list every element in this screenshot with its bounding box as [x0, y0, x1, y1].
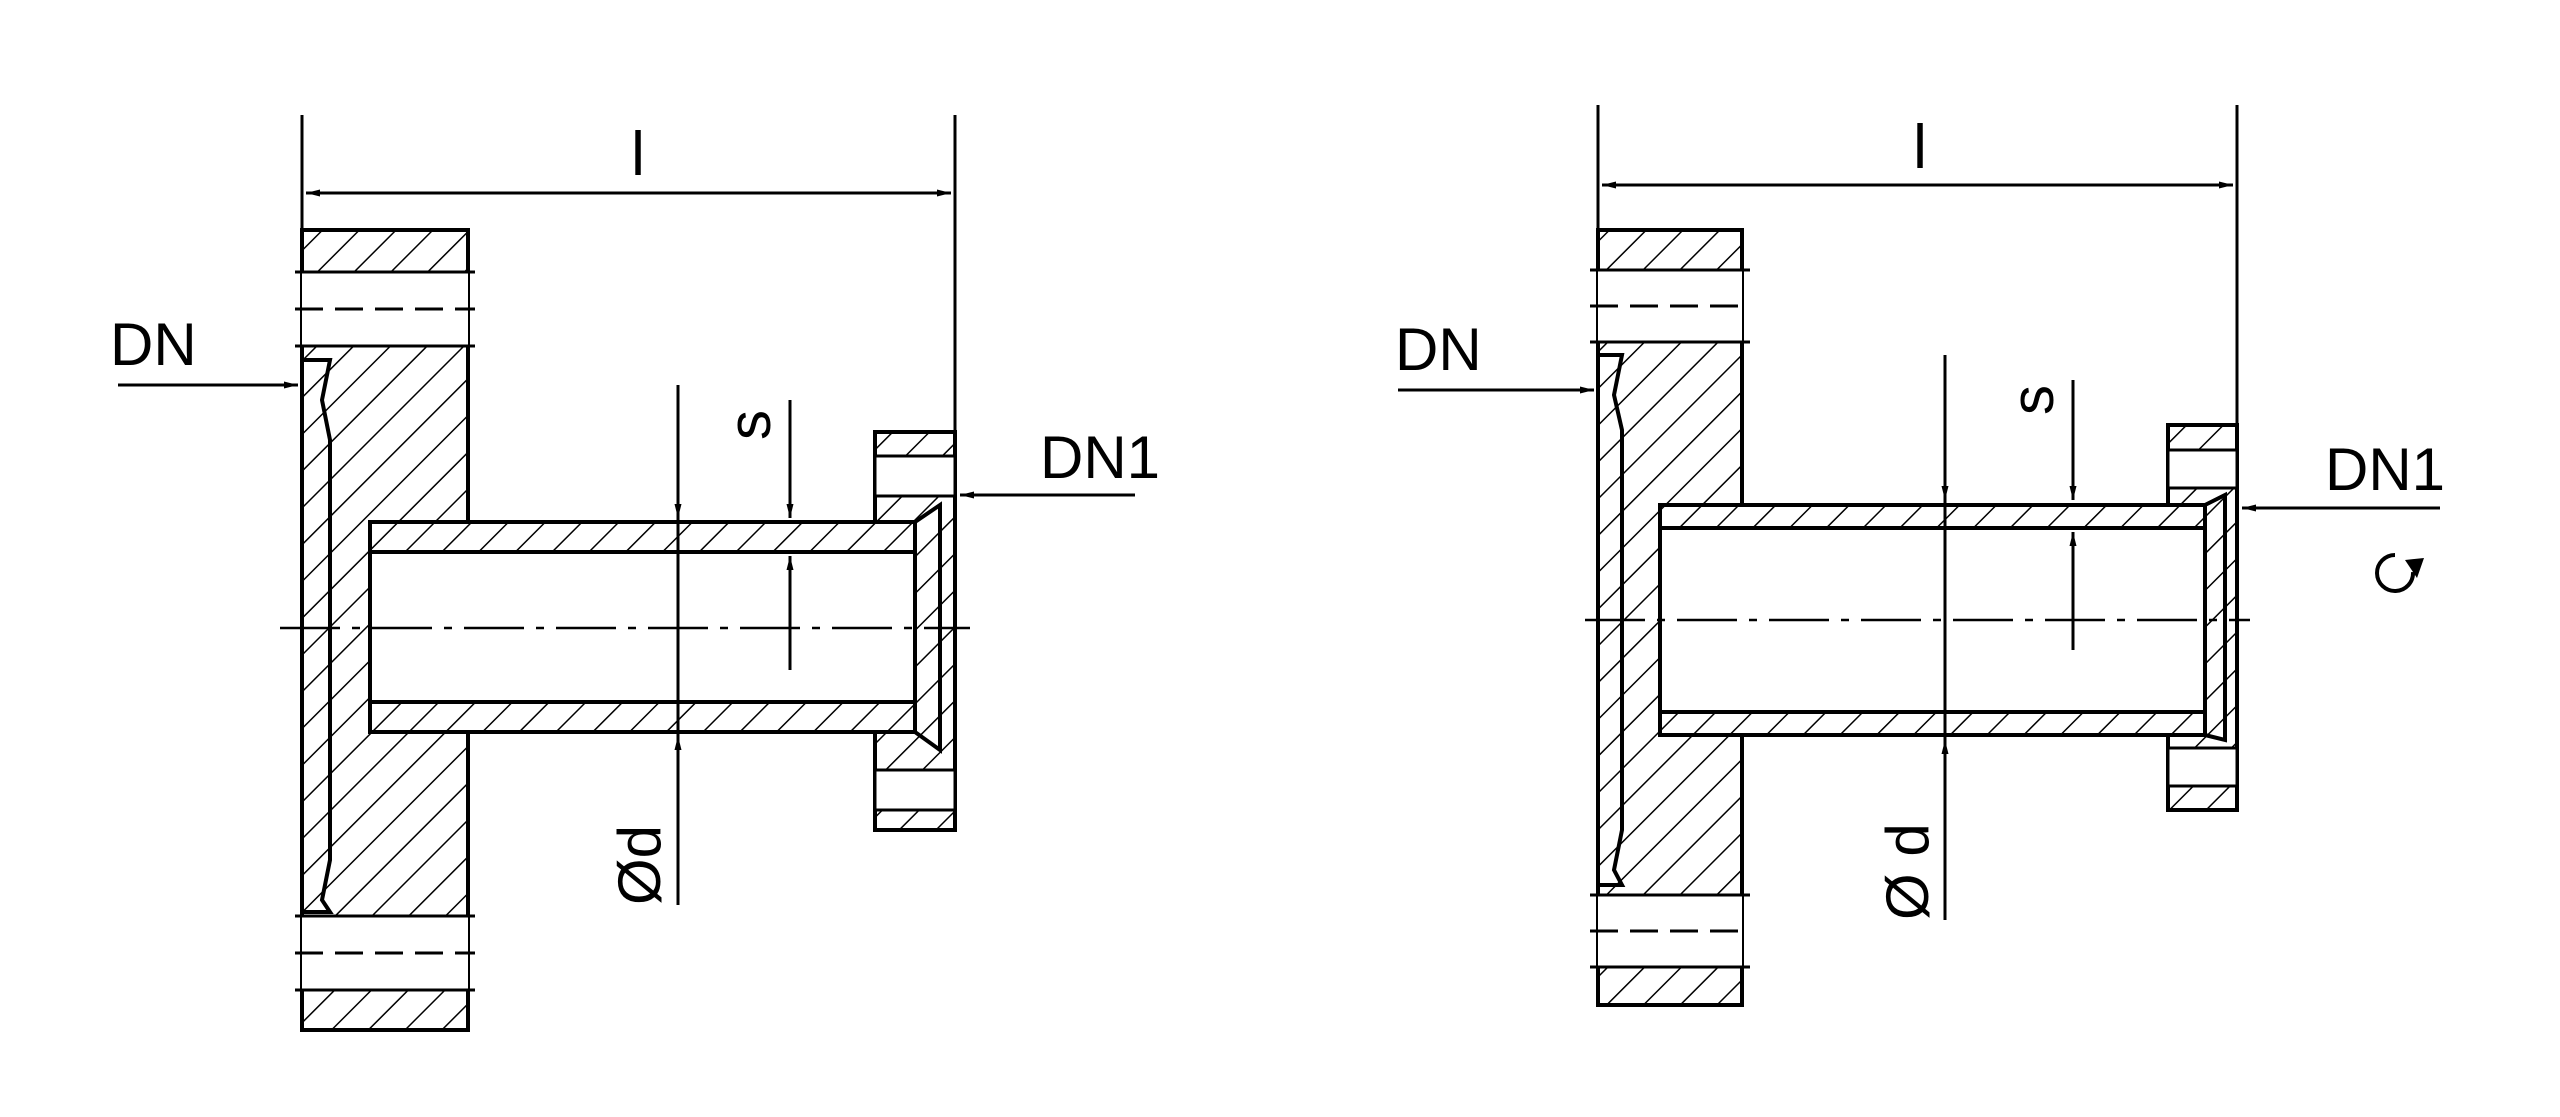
dn1-label: DN1: [2325, 436, 2445, 503]
diameter-label: Ø d: [1874, 823, 1941, 920]
dn-label: DN: [110, 311, 197, 378]
small-flange: [873, 430, 957, 832]
wall-thickness-label: s: [1999, 385, 2066, 415]
tube-bore: [368, 550, 917, 704]
rotation-arrow-icon: [2375, 553, 2424, 593]
diameter-label: Ød: [606, 825, 673, 905]
wall-thickness-label: s: [716, 410, 783, 440]
dn1-label: DN1: [1040, 424, 1160, 491]
length-label: l: [1913, 113, 1927, 182]
small-flange: [2166, 423, 2239, 812]
length-label: l: [631, 120, 645, 189]
left-view: l DN DN1 Ød: [110, 115, 1160, 1032]
right-view: l DN DN1 Ø d s: [1395, 105, 2445, 1007]
dn-label: DN: [1395, 316, 1482, 383]
